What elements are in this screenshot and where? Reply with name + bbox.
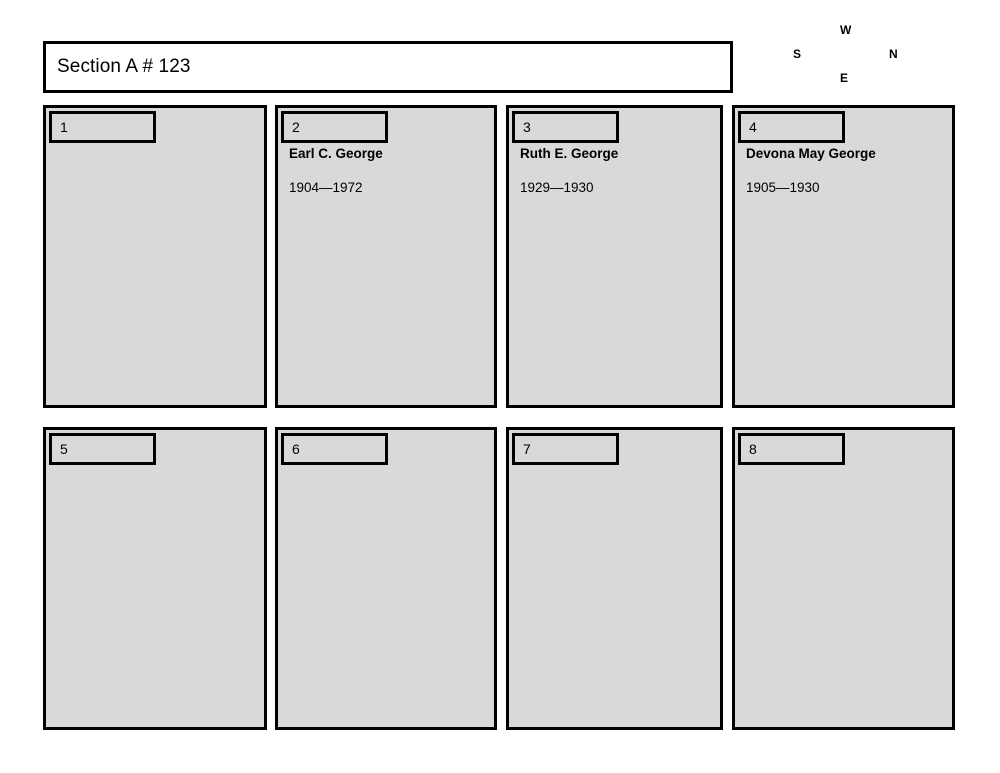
burial-name: Earl C. George	[289, 146, 383, 161]
plot-number-badge[interactable]: 6	[281, 433, 388, 465]
plot-cell[interactable]: 7	[506, 427, 723, 730]
compass-label-right: N	[889, 47, 898, 61]
plot-number-badge[interactable]: 8	[738, 433, 845, 465]
compass-rose-icon: W S N E	[780, 18, 920, 96]
section-title-text: Section A # 123	[57, 55, 191, 77]
plot-body: Earl C. George 1904—1972	[281, 146, 491, 197]
plot-cell[interactable]: 1	[43, 105, 267, 408]
plot-number: 6	[292, 441, 300, 457]
plot-number-badge[interactable]: 3	[512, 111, 619, 143]
plot-number: 5	[60, 441, 68, 457]
burial-name: Devona May George	[746, 146, 876, 161]
plot-number-badge[interactable]: 2	[281, 111, 388, 143]
plot-number-badge[interactable]: 7	[512, 433, 619, 465]
plot-number-badge[interactable]: 4	[738, 111, 845, 143]
plot-body: Devona May George 1905—1930	[738, 146, 949, 197]
plot-number: 1	[60, 119, 68, 135]
plot-cell[interactable]: 2 Earl C. George 1904—1972	[275, 105, 497, 408]
section-title-box[interactable]: Section A # 123	[43, 41, 733, 93]
burial-dates: 1929—1930	[520, 179, 594, 195]
plot-cell[interactable]: 6	[275, 427, 497, 730]
plot-number: 7	[523, 441, 531, 457]
compass-label-bottom: E	[840, 71, 849, 85]
burial-dates: 1904—1972	[289, 179, 363, 195]
burial-dates: 1905—1930	[746, 179, 820, 195]
plot-number: 3	[523, 119, 531, 135]
plot-cell[interactable]: 4 Devona May George 1905—1930	[732, 105, 955, 408]
plot-number: 4	[749, 119, 757, 135]
compass-label-left: S	[793, 47, 802, 61]
plot-cell[interactable]: 5	[43, 427, 267, 730]
plot-number-badge[interactable]: 5	[49, 433, 156, 465]
plot-cell[interactable]: 8	[732, 427, 955, 730]
plot-number-badge[interactable]: 1	[49, 111, 156, 143]
compass-label-top: W	[840, 23, 852, 37]
plot-number: 8	[749, 441, 757, 457]
plot-number: 2	[292, 119, 300, 135]
plot-body: Ruth E. George 1929—1930	[512, 146, 717, 197]
burial-name: Ruth E. George	[520, 146, 619, 161]
plot-cell[interactable]: 3 Ruth E. George 1929—1930	[506, 105, 723, 408]
